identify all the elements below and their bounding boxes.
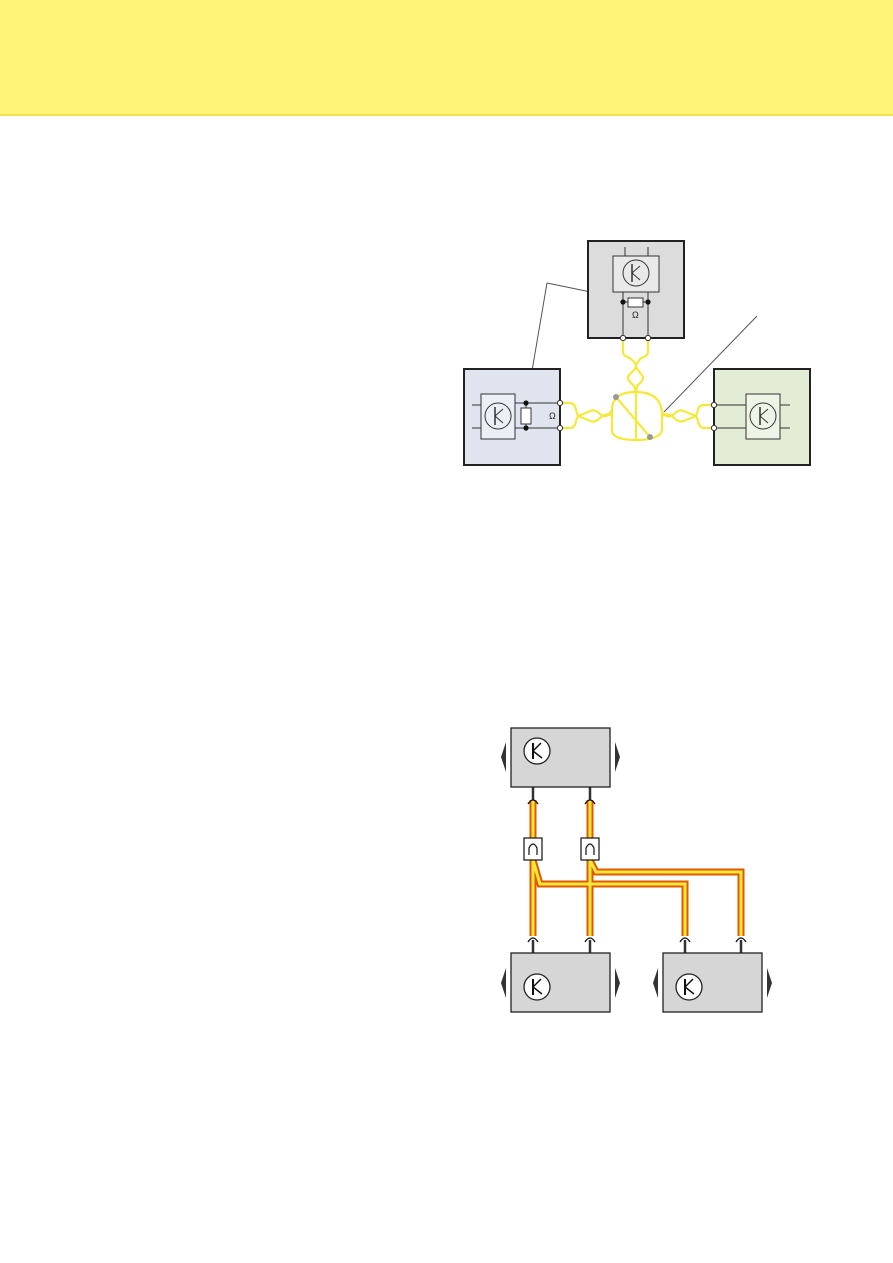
- control-unit-left: Ω: [463, 368, 561, 466]
- transceiver-icon: [675, 973, 703, 1001]
- transceiver-box: [612, 255, 660, 293]
- transceiver-icon: [472, 402, 512, 430]
- module-upper: [501, 727, 620, 788]
- module-lower-left: [501, 952, 620, 1013]
- resistor-icon: [520, 407, 532, 425]
- resistor-icon: [627, 297, 644, 308]
- resistor-label-left: Ω: [549, 411, 556, 421]
- arrow-right-icon: [767, 968, 772, 998]
- bus-wires: [560, 338, 714, 442]
- splice-connector-left: [523, 837, 543, 861]
- splice-connector-right: [580, 837, 600, 861]
- arrow-right-icon: [615, 742, 620, 772]
- control-unit-top: Ω: [587, 240, 685, 339]
- arrow-right-icon: [615, 968, 620, 998]
- transceiver-box: [480, 393, 516, 440]
- header-band: [0, 0, 893, 116]
- arrow-left-icon: [501, 968, 506, 998]
- resistor-label-top: Ω: [632, 310, 639, 320]
- transceiver-icon: [523, 737, 551, 765]
- transceiver-icon: [523, 973, 551, 1001]
- callout-line-right: [663, 315, 758, 413]
- connector-icon: [527, 799, 747, 943]
- arrow-left-icon: [501, 742, 506, 772]
- orange-bus-wires: [529, 787, 745, 953]
- control-unit-right: [713, 368, 811, 466]
- transceiver-box: [745, 393, 781, 440]
- module-lower-right: [653, 952, 772, 1013]
- transceiver-icon: [749, 402, 790, 430]
- arrow-left-icon: [653, 968, 658, 998]
- junction-node-icon: [613, 394, 653, 440]
- terminals: [556, 334, 718, 432]
- transceiver-icon: [622, 247, 650, 287]
